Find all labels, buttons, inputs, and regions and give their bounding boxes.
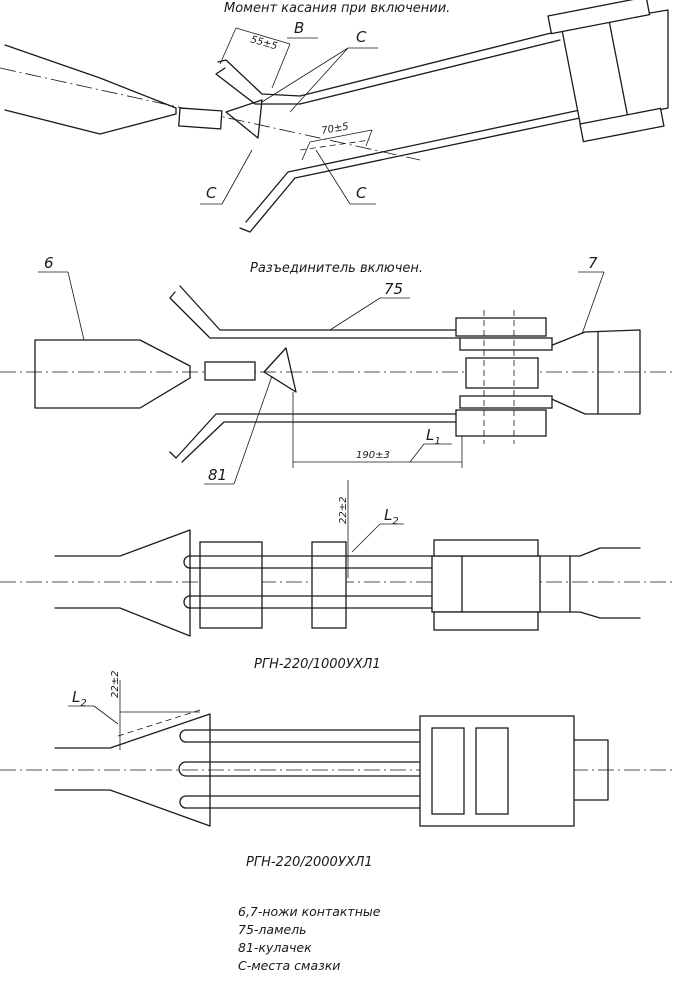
- clamp-plate-upper: [547, 0, 651, 35]
- leader-7: [581, 271, 605, 335]
- label-b: B: [294, 19, 304, 37]
- knife-6: [34, 339, 191, 409]
- lamel-3: [185, 795, 421, 809]
- dim-70-ext2: [365, 129, 373, 147]
- lamel-lower: [169, 413, 461, 459]
- leader-81: [233, 375, 273, 485]
- clamp-right-bottom: [433, 611, 539, 631]
- lamel-upper-inner: [179, 285, 461, 331]
- clamp-right-block: [431, 555, 541, 613]
- clamp-window-1: [431, 727, 465, 815]
- legend-item: 75-ламель: [238, 922, 307, 937]
- dim-22: 22±2: [110, 671, 121, 698]
- dim-22: 22±2: [338, 497, 349, 524]
- dim-55: 55±5: [249, 34, 278, 52]
- clamp-upper-inner: [459, 337, 553, 351]
- clamp-upper: [455, 317, 547, 337]
- knife-left: [54, 713, 211, 827]
- legend-item: 6,7-ножи контактные: [238, 904, 381, 919]
- dash-line: [117, 709, 201, 737]
- dim-55-ext1: [219, 27, 237, 65]
- leader-6: [67, 271, 85, 341]
- legend-item: С-места смазки: [238, 958, 340, 973]
- clamp-left-outer: [199, 541, 263, 629]
- lamel-2: [189, 595, 433, 609]
- lamel-lower-inner: [245, 109, 581, 223]
- label-c-right: C: [356, 184, 367, 202]
- clamp-middle: [465, 357, 539, 389]
- label-l1: L1: [426, 426, 441, 447]
- clamp-left-right: [311, 541, 347, 629]
- legend: 6,7-ножи контактные 75-ламель 81-кулачек…: [238, 904, 381, 973]
- leader-c-right: [315, 149, 351, 205]
- view-rgn-2000: 22±2 L2 РГН-220/2000УХЛ1: [0, 671, 673, 870]
- leader-l1: [409, 443, 425, 463]
- clamp-window-2: [475, 727, 509, 815]
- leader-75: [329, 297, 381, 331]
- lamel-upper-inner: [217, 31, 556, 97]
- leader-l2: [93, 705, 119, 725]
- dash-contact: [299, 139, 371, 151]
- knife-7: [544, 329, 641, 415]
- dim-190: 190±3: [356, 450, 390, 461]
- caption-rgn-1000: РГН-220/1000УХЛ1: [254, 657, 381, 672]
- view-contact-moment: Момент касания при включении. 55±5 B: [0, 0, 669, 233]
- knife-left: [54, 529, 191, 637]
- view-disconnector-on: Разъединитель включен. 6 7 75: [0, 254, 673, 485]
- lamel-upper: [215, 39, 561, 105]
- label-c-top: C: [356, 28, 367, 46]
- knife-right: [573, 739, 609, 801]
- knife-right: [539, 547, 641, 619]
- knife-right-holder: [561, 20, 630, 131]
- leader-c-top-2: [289, 47, 349, 113]
- lamel-lower-inner: [181, 421, 461, 463]
- lamel-upper: [169, 291, 461, 339]
- caption-disconnector-on: Разъединитель включен.: [250, 261, 423, 276]
- dim-70-line: [309, 129, 373, 143]
- label-6: 6: [44, 254, 54, 272]
- dim-70-ext1: [301, 141, 311, 161]
- view-rgn-1000: 22±2 L2 РГН-220/1000УХЛ1: [0, 480, 673, 672]
- label-l2-2000: L2: [72, 688, 87, 709]
- clamp-lower: [455, 409, 547, 437]
- label-75: 75: [384, 280, 403, 298]
- leader-c-top-1: [261, 47, 349, 103]
- clamp-right-top: [433, 539, 539, 557]
- dim-55-ext2: [271, 43, 291, 89]
- lamel-lower: [239, 117, 581, 233]
- clamp-lower-inner: [459, 395, 553, 409]
- lamel-1: [189, 555, 433, 569]
- cam-triangle: [225, 99, 263, 139]
- lamel-tips: [183, 555, 191, 609]
- dim-70: 70±5: [321, 121, 350, 137]
- label-7: 7: [588, 254, 598, 272]
- label-l2-1000: L2: [384, 506, 399, 527]
- lamel-1: [185, 729, 421, 743]
- label-81: 81: [208, 466, 227, 484]
- lamel-2: [185, 761, 421, 777]
- caption-contact-moment: Момент касания при включении.: [224, 1, 450, 16]
- leader-c-left: [221, 149, 253, 205]
- label-c-left: C: [206, 184, 217, 202]
- lamel-tips: [178, 729, 187, 809]
- knife-clamp: [178, 107, 223, 130]
- cam-81: [263, 347, 297, 393]
- knife-clamp: [204, 361, 256, 381]
- dim-55-line: [235, 27, 291, 45]
- clamp-plate-lower: [579, 107, 665, 143]
- legend-item: 81-кулачек: [238, 940, 312, 955]
- caption-rgn-2000: РГН-220/2000УХЛ1: [246, 855, 373, 870]
- leader-l2: [351, 523, 381, 553]
- knife-left: [4, 44, 177, 135]
